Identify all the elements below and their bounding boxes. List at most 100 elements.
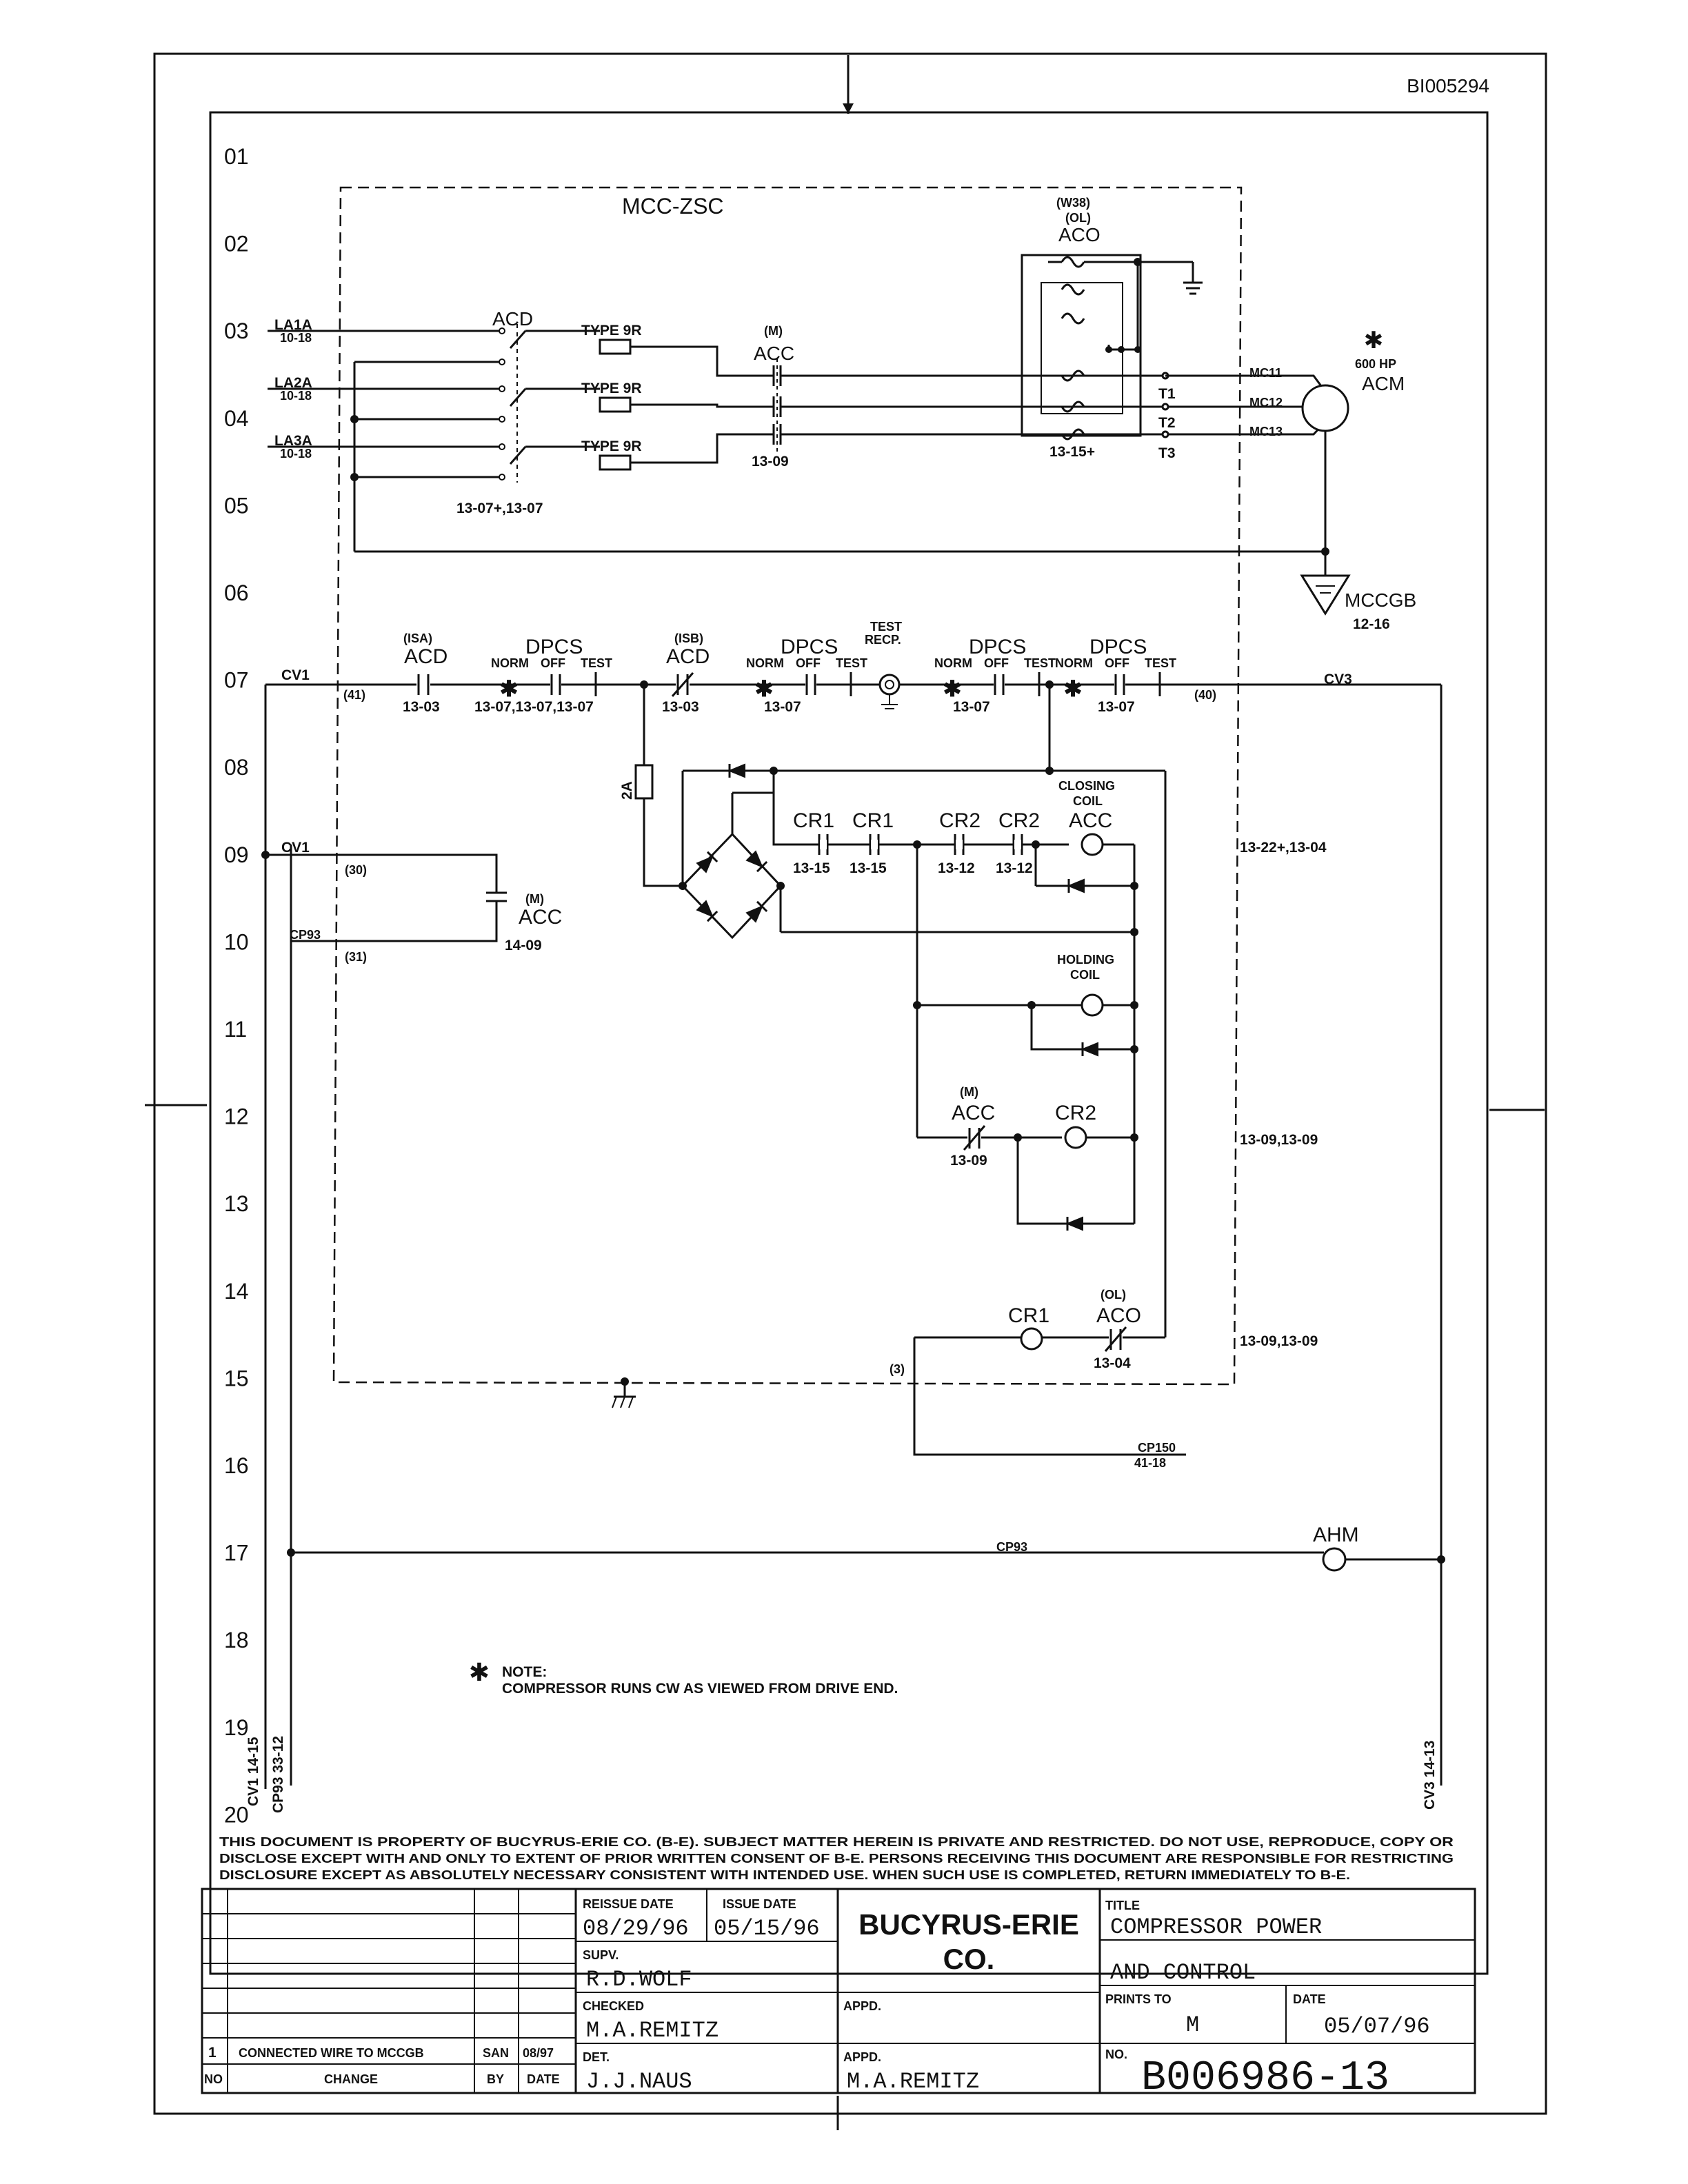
motor-lead-mc13: MC13 — [1249, 425, 1283, 438]
wire-la2a-ref: 10-18 — [280, 389, 312, 403]
title-line1: COMPRESSOR POWER — [1110, 1914, 1322, 1940]
row-number-07: 07 — [224, 668, 249, 693]
fuse-type-3: TYPE 9R — [581, 438, 642, 454]
motor-acm: ACM — [1362, 373, 1405, 394]
contactor-tag: (M) — [764, 324, 783, 338]
aco-ref: 13-04 — [1094, 1355, 1131, 1371]
closing-coil-symbol — [1081, 833, 1104, 856]
dpcs-4-off: OFF — [1105, 656, 1129, 670]
reissue-date: 08/29/96 — [583, 1916, 689, 1941]
rev-header-change: CHANGE — [324, 2072, 378, 2086]
row-number-14: 14 — [224, 1279, 249, 1304]
wire-la2a: LA2A — [274, 375, 312, 391]
fuse-2a — [634, 764, 654, 800]
row-number-03: 03 — [224, 318, 249, 343]
supv-label: SUPV. — [583, 1948, 619, 1962]
terminal-t2: T2 — [1158, 415, 1176, 431]
acc-aux-label: ACC — [519, 906, 562, 929]
aco-label: ACO — [1096, 1304, 1141, 1327]
motor-acm-symbol — [1301, 384, 1349, 432]
rev-no: 1 — [208, 2045, 217, 2061]
contactor-acc: ACC — [754, 343, 794, 364]
node-31: (31) — [345, 950, 367, 964]
test-recp-line1: TEST — [870, 620, 902, 634]
ground-mccgb-symbol — [1300, 574, 1351, 616]
cr2-coil-label: CR2 — [1055, 1102, 1096, 1124]
disclaimer-line-1: THIS DOCUMENT IS PROPERTY OF BUCYRUS-ERI… — [219, 1835, 1454, 1849]
node-30: (30) — [345, 863, 367, 877]
overload-heater-3 — [1061, 312, 1085, 325]
cr2-contact-b: CR2 — [998, 809, 1040, 832]
rev-by: SAN — [483, 2046, 509, 2060]
panel-label: MCC-ZSC — [622, 194, 724, 219]
motor-lead-mc11: MC11 — [1249, 366, 1282, 380]
note-star: ✱ — [469, 1658, 490, 1686]
motor-lead-mc12: MC12 — [1249, 396, 1283, 410]
overload-ref: 13-15+ — [1049, 444, 1095, 460]
acc-nc-label: ACC — [952, 1102, 995, 1124]
isb-tag: (ISB) — [674, 631, 703, 645]
row-number-04: 04 — [224, 406, 249, 431]
overload-tag-ol: (OL) — [1065, 211, 1091, 225]
node-3: (3) — [890, 1362, 905, 1376]
ref-row9: 13-22+,13-04 — [1240, 840, 1327, 856]
dpcs-4-label: DPCS — [1089, 636, 1147, 658]
wire-la1a-ref: 10-18 — [280, 331, 312, 345]
holding-coil-diode — [1081, 1041, 1099, 1058]
company-name-line2: CO. — [943, 1943, 995, 1975]
isb-ref: 13-03 — [662, 699, 699, 715]
fuse-type-1: TYPE 9R — [581, 323, 642, 338]
row-number-20: 20 — [224, 1802, 249, 1827]
row-number-05: 05 — [224, 493, 249, 518]
row-number-18: 18 — [224, 1628, 249, 1652]
rev-change: CONNECTED WIRE TO MCCGB — [239, 2046, 424, 2060]
fuse-type-2: TYPE 9R — [581, 381, 642, 396]
ground-mccgb-ref: 12-16 — [1353, 616, 1390, 632]
dpcs-4-ref: 13-07 — [1098, 699, 1135, 715]
fuse-3 — [599, 454, 632, 471]
holding-coil-line1: HOLDING — [1057, 953, 1114, 967]
wire-la3a: LA3A — [274, 433, 312, 449]
drawing-number: B006986-13 — [1141, 2055, 1389, 2102]
acc-nc-tag: (M) — [960, 1085, 978, 1099]
node-40: (40) — [1194, 688, 1216, 702]
ref-row12: 13-09,13-09 — [1240, 1132, 1318, 1148]
test-recp-line2: RECP. — [865, 633, 901, 647]
checked-label: CHECKED — [583, 1999, 644, 2013]
diode-top — [728, 762, 746, 779]
dpcs-3-test: TEST — [1024, 656, 1056, 670]
fuse-1 — [599, 338, 632, 355]
date-value: 05/07/96 — [1324, 2014, 1430, 2039]
row-number-11: 11 — [224, 1017, 247, 1042]
rev-header-by: BY — [487, 2072, 504, 2086]
acc-aux-ref: 14-09 — [505, 938, 542, 953]
ref-left-cv1: CV1 14-15 — [245, 1737, 261, 1806]
cr2-coil-symbol — [1064, 1126, 1087, 1149]
wire-cp93-row10: CP93 — [290, 928, 321, 942]
cr2-ref-b: 13-12 — [996, 860, 1033, 876]
ahm-coil-symbol — [1322, 1547, 1347, 1572]
cr1-contact-b: CR1 — [852, 809, 894, 832]
row-number-09: 09 — [224, 842, 249, 867]
ref-left-cp93: CP93 33-12 — [270, 1736, 286, 1813]
overload-tag-w38: (W38) — [1056, 196, 1090, 210]
mcc-enclosure-boundary — [332, 186, 1243, 1386]
power-circuit: LA1A 10-18 LA2A 10-18 LA3A 10-18 ACD 13-… — [268, 196, 1416, 632]
issue-date: 05/15/96 — [714, 1916, 820, 1941]
cr2-coil-diode — [1066, 1215, 1084, 1232]
disconnect-ref: 13-07+,13-07 — [456, 501, 543, 516]
ref-row14: 13-09,13-09 — [1240, 1333, 1318, 1349]
row-number-08: 08 — [224, 755, 249, 780]
isa-ref: 13-03 — [403, 699, 440, 715]
prints-to-label: PRINTS TO — [1105, 1992, 1172, 2006]
fuse-2 — [599, 396, 632, 413]
ahm-label: AHM — [1313, 1524, 1359, 1546]
dpcs-3-norm: NORM — [934, 656, 972, 670]
contactor-ref: 13-09 — [752, 454, 789, 469]
ground-mccgb-label: MCCGB — [1345, 589, 1416, 611]
cr2-contact-a: CR2 — [939, 809, 981, 832]
isa-acd: ACD — [404, 645, 448, 668]
row-number-16: 16 — [224, 1453, 249, 1478]
note-title: NOTE: — [502, 1664, 547, 1680]
